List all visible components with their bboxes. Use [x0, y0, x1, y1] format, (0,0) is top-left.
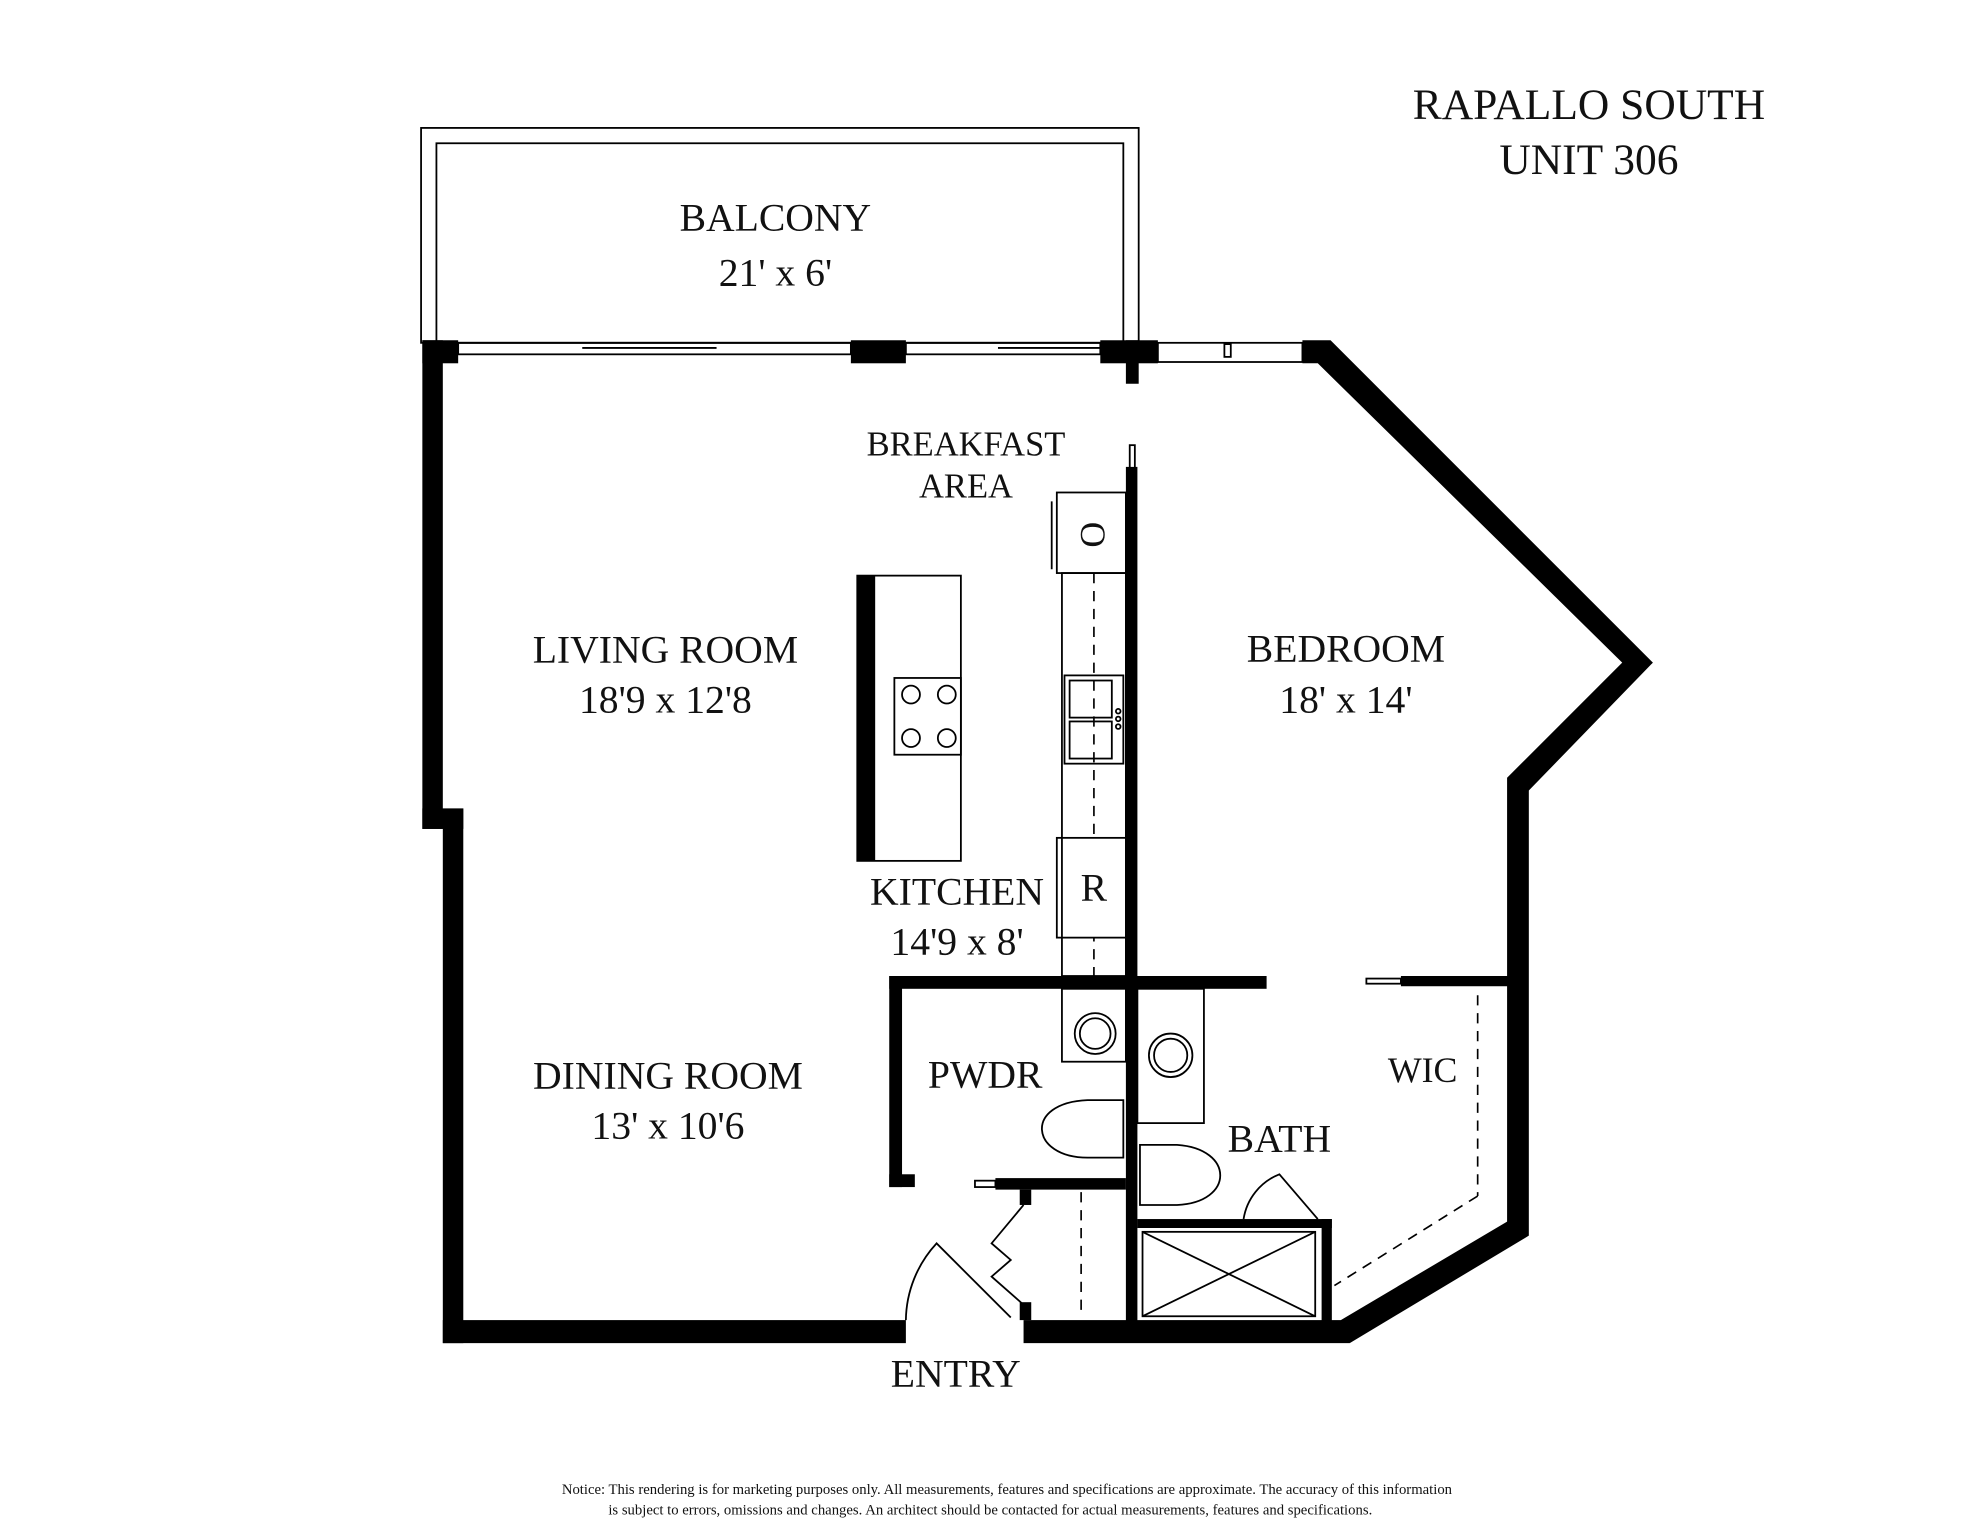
breakfast-label: BREAKFAST — [867, 425, 1066, 463]
interior-walls — [889, 444, 1510, 1331]
shower — [1141, 1230, 1317, 1318]
dining-room-size: 13' x 10'6 — [591, 1103, 744, 1147]
refrigerator — [1055, 836, 1127, 939]
kitchen-fixtures — [856, 491, 1127, 977]
toilet — [1139, 1143, 1222, 1206]
sink — [1063, 674, 1125, 765]
kitchen-label: KITCHEN — [870, 869, 1044, 913]
balcony-size: 21' x 6' — [719, 250, 832, 294]
entry-label: ENTRY — [891, 1352, 1021, 1396]
oven-label: O — [1073, 522, 1113, 548]
toilet — [1041, 1099, 1125, 1159]
bath-fixtures — [1041, 987, 1479, 1322]
exterior-walls — [422, 340, 1653, 1344]
powder-room-label: PWDR — [928, 1052, 1043, 1096]
building-name: RAPALLO SOUTH — [1413, 81, 1765, 129]
doors — [904, 1204, 1025, 1321]
dining-room-label: DINING ROOM — [533, 1054, 803, 1098]
breakfast-label-2: AREA — [919, 468, 1013, 506]
balcony-label: BALCONY — [680, 195, 872, 239]
bath-label: BATH — [1228, 1116, 1332, 1160]
kitchen-size: 14'9 x 8' — [890, 919, 1023, 963]
bedroom-size: 18' x 14' — [1279, 677, 1412, 721]
notice-line-2: is subject to errors, omissions and chan… — [608, 1503, 1372, 1519]
unit-number: UNIT 306 — [1499, 136, 1678, 184]
refrigerator-label: R — [1081, 866, 1108, 910]
wic-label: WIC — [1388, 1050, 1458, 1090]
bedroom-label: BEDROOM — [1247, 626, 1445, 670]
living-room-label: LIVING ROOM — [533, 628, 798, 672]
living-room-size: 18'9 x 12'8 — [579, 677, 752, 721]
notice-line-1: Notice: This rendering is for marketing … — [562, 1482, 1453, 1498]
cooktop — [893, 677, 962, 756]
